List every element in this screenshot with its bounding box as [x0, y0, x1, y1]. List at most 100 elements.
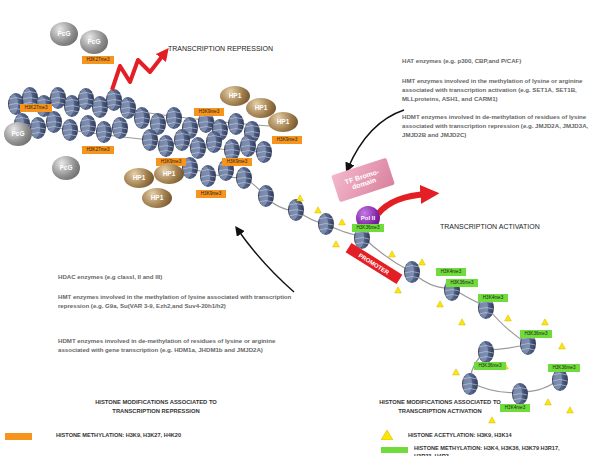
methyl-tag-orange: H3K27me3 [82, 56, 114, 64]
node-text: H3K27me3 [25, 106, 48, 111]
node-text: HP1 [255, 105, 268, 112]
nucleosome [142, 129, 158, 151]
node-text: HP1 [277, 119, 290, 126]
acetyl-mark [505, 315, 512, 321]
hp1-ball: HP1 [154, 164, 184, 184]
nucleosome [92, 96, 108, 118]
enzyme-note: HDAC enzymes (e.g classI, II and III) [58, 272, 292, 281]
methyl-tag-green: H3K36me3 [474, 362, 506, 370]
legend-swatch [381, 447, 408, 453]
methyl-tag-orange: H3K9me3 [196, 190, 226, 198]
nucleosome [112, 117, 128, 139]
acetyl-mark [389, 251, 396, 257]
methyl-tag-green: H3K4me3 [436, 268, 466, 276]
node-text: HP1 [151, 195, 164, 202]
methyl-tag-green: H3K4me3 [478, 294, 508, 302]
acetyl-mark [542, 319, 549, 325]
enzyme-note: HDMT enzymes involved in de-methylation … [402, 112, 590, 139]
legend-text: HISTONE METHYLATION: H3K9, H3K27, H4K20 [56, 431, 256, 439]
node-text: H3K27me3 [87, 58, 110, 63]
enzyme-note: HMT enzymes involved in the methylation … [402, 76, 590, 103]
pcg-ball: PcG [80, 30, 108, 54]
nucleosome [478, 341, 494, 363]
methyl-tag-orange: H3K9me3 [222, 158, 252, 166]
nucleosome [206, 131, 222, 153]
node-text: TF Bromo-domain [334, 165, 392, 196]
node-text: H3K4me3 [483, 296, 503, 301]
pcg-ball: PcG [50, 22, 78, 46]
nucleosome [288, 199, 304, 221]
nucleosome [404, 261, 420, 283]
node-text: H3K36me3 [451, 281, 474, 286]
nucleosome [228, 113, 244, 135]
nucleosome [46, 111, 62, 133]
methyl-tag-green: H3K4me3 [500, 404, 530, 412]
nucleosome [120, 97, 136, 119]
acetyl-mark [419, 259, 426, 265]
node-text: H3K36me3 [479, 364, 502, 369]
process-title: TRANSCRIPTION REPRESSION [168, 44, 308, 55]
legend-swatch [5, 433, 32, 440]
acetyl-mark [333, 241, 340, 247]
nucleosome [166, 107, 182, 129]
node-text: H3K4me3 [441, 270, 461, 275]
nucleosome [50, 87, 66, 109]
nucleosome [552, 369, 568, 391]
process-title: TRANSCRIPTION ACTIVATION [440, 222, 590, 233]
acetyl-mark [437, 301, 444, 307]
node-text: PcG [11, 131, 24, 138]
nucleosome-fiber [8, 87, 568, 405]
nucleosome [174, 129, 190, 151]
enzyme-note: HDMT enzymes involved in de-methylation … [58, 336, 292, 354]
enzyme-note: HMT enzymes involved in the methylation … [58, 292, 292, 310]
node-text: PROMOTER [358, 252, 391, 275]
nucleosome [256, 141, 272, 163]
tf-box: TF Bromo-domain [331, 158, 395, 203]
nucleosome [236, 167, 252, 189]
acetyl-mark [453, 369, 460, 375]
methyl-tag-orange: H3K9me3 [194, 108, 224, 116]
node-text: HP1 [229, 93, 242, 100]
methyl-tag-orange: H3K27me3 [82, 146, 114, 154]
acetyl-sample [381, 430, 393, 440]
hp1-ball: HP1 [268, 112, 298, 132]
nucleosome [64, 95, 80, 117]
acetyl-mark [567, 407, 574, 413]
acetyl-mark [315, 207, 322, 213]
acetyl-mark [339, 219, 346, 225]
node-text: H3K36me3 [525, 332, 548, 337]
node-text: H3K9me3 [199, 110, 219, 115]
node-text: H3K9me3 [201, 192, 221, 197]
nucleosome [62, 119, 78, 141]
nucleosome [80, 115, 96, 137]
methyl-tag-green: H3K36me3 [520, 330, 552, 338]
node-text: H3K36me3 [553, 366, 576, 371]
nucleosome [200, 165, 216, 187]
enzyme-note: HAT enzymes (e.g. p300, CBP,and P/CAF) [402, 56, 590, 65]
nucleosome [30, 117, 46, 139]
legend-text: HISTONE ACETYLATION: H3K9, H3K14 [408, 431, 578, 439]
pcg-ball: PcG [4, 122, 32, 146]
repression-process-arrow [238, 230, 294, 292]
nucleosome [462, 373, 478, 395]
node-text: HP1 [163, 171, 176, 178]
acetyl-mark [559, 343, 566, 349]
node-text: H3K9me3 [277, 138, 297, 143]
node-text: H3K4me3 [505, 406, 525, 411]
node-text: PcG [87, 39, 100, 46]
node-text: PcG [59, 165, 72, 172]
acetyl-mark [545, 399, 552, 405]
methyl-tag-orange: H3K9me3 [272, 136, 302, 144]
node-text: H3K9me3 [227, 160, 247, 165]
legend-text: HISTONE METHYLATION: H3K4, H3K36, H3K79 … [414, 444, 564, 456]
methyl-tag-green: H3K36me3 [446, 279, 478, 287]
node-text: Pol II [361, 215, 375, 221]
acetyl-mark [489, 417, 496, 423]
activation-arrow [378, 194, 428, 214]
nucleosome [258, 185, 274, 207]
nucleosome [190, 137, 206, 159]
acetyl-mark [395, 287, 402, 293]
promoter-arrow: PROMOTER [346, 243, 403, 284]
